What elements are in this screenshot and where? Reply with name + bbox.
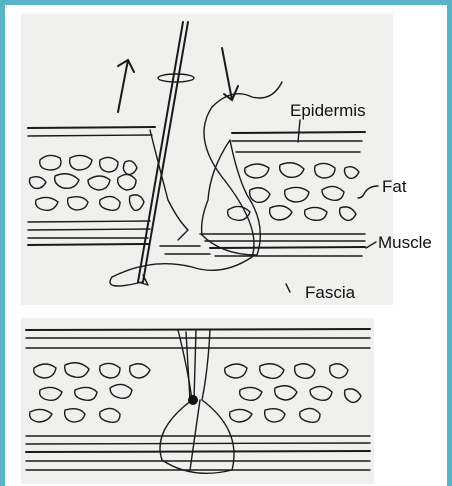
- bottom-skin-layers-sutured: [26, 329, 370, 473]
- arrow-down-icon: [222, 48, 238, 100]
- top-skin-layers: Epidermis Fat Muscle Fascia: [28, 22, 432, 302]
- bottom-epidermis-line: [26, 329, 370, 330]
- fat-cells-right: [228, 163, 359, 221]
- label-muscle: Muscle: [378, 233, 432, 252]
- bottom-muscle-lines: [26, 436, 370, 470]
- fascia-leader: [286, 284, 290, 292]
- label-fascia: Fascia: [305, 283, 356, 302]
- label-epidermis: Epidermis: [290, 101, 366, 120]
- epidermis-leader: [298, 120, 300, 142]
- epidermis-line-left-2: [28, 135, 152, 136]
- epidermis-line-left: [28, 127, 155, 128]
- suture-knot-icon: [188, 395, 198, 405]
- fat-cells-left: [30, 155, 145, 210]
- label-fat: Fat: [382, 177, 407, 196]
- arrow-up-icon: [118, 60, 134, 112]
- muscle-leader: [366, 242, 376, 248]
- muscle-lines: [28, 221, 365, 256]
- fat-leader: [358, 186, 378, 198]
